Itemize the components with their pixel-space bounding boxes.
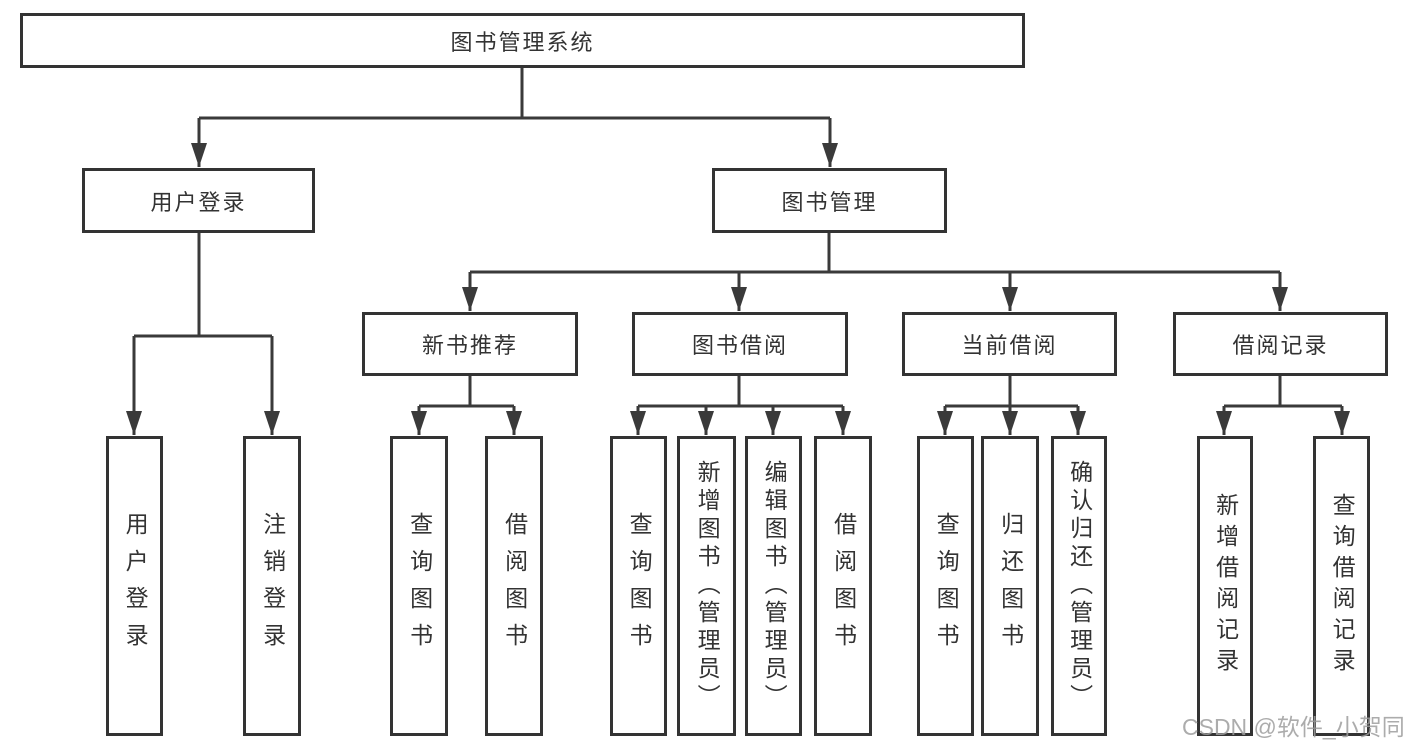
leaf-query-books-current: 查询图书 xyxy=(917,436,974,736)
leaf-logout-login-label: 注销登录 xyxy=(259,512,286,660)
node-user-login: 用户登录 xyxy=(82,168,315,233)
leaf-add-books-admin-label: 新增图书（管理员） xyxy=(694,460,721,712)
leaf-add-books-admin: 新增图书（管理员） xyxy=(677,436,736,736)
node-current-borrow: 当前借阅 xyxy=(902,312,1117,376)
leaf-query-books-current-label: 查询图书 xyxy=(933,512,960,660)
node-new-book-recommend: 新书推荐 xyxy=(362,312,578,376)
leaf-add-borrow-record: 新增借阅记录 xyxy=(1197,436,1253,736)
leaf-borrow-books-recommend: 借阅图书 xyxy=(485,436,543,736)
connector-root xyxy=(191,68,838,167)
node-book-management-label: 图书管理 xyxy=(781,189,878,215)
leaf-query-books-borrow: 查询图书 xyxy=(610,436,667,736)
connector-book-management xyxy=(462,233,1288,311)
leaf-user-login-label: 用户登录 xyxy=(122,512,149,660)
leaf-query-borrow-record-label: 查询借阅记录 xyxy=(1329,493,1356,679)
node-root-label: 图书管理系统 xyxy=(450,29,595,55)
connector-user-login xyxy=(126,233,280,435)
node-book-borrow: 图书借阅 xyxy=(632,312,848,376)
leaf-borrow-books-label: 借阅图书 xyxy=(830,512,857,660)
node-user-login-label: 用户登录 xyxy=(150,189,247,215)
leaf-confirm-return-admin-label: 确认归还（管理员） xyxy=(1066,460,1093,712)
connector-book-borrow xyxy=(630,376,851,435)
leaf-user-login: 用户登录 xyxy=(106,436,163,736)
leaf-borrow-books-recommend-label: 借阅图书 xyxy=(501,512,528,660)
leaf-borrow-books: 借阅图书 xyxy=(814,436,872,736)
connector-current-borrow xyxy=(937,376,1086,435)
node-new-book-recommend-label: 新书推荐 xyxy=(421,333,518,358)
node-current-borrow-label: 当前借阅 xyxy=(961,333,1058,358)
connector-new-book-recommend xyxy=(411,376,522,435)
csdn-watermark: CSDN @软件_小贺同学 xyxy=(1182,714,1405,740)
leaf-query-books-borrow-label: 查询图书 xyxy=(626,512,653,660)
leaf-query-books-recommend: 查询图书 xyxy=(390,436,448,736)
leaf-query-borrow-record: 查询借阅记录 xyxy=(1313,436,1370,736)
leaf-return-books: 归还图书 xyxy=(981,436,1039,736)
node-book-management: 图书管理 xyxy=(712,168,947,233)
leaf-edit-books-admin-label: 编辑图书（管理员） xyxy=(761,460,788,712)
leaf-return-books-label: 归还图书 xyxy=(997,512,1024,660)
leaf-add-borrow-record-label: 新增借阅记录 xyxy=(1212,493,1239,679)
node-borrow-record: 借阅记录 xyxy=(1173,312,1388,376)
leaf-edit-books-admin: 编辑图书（管理员） xyxy=(745,436,802,736)
node-root: 图书管理系统 xyxy=(20,13,1025,68)
node-borrow-record-label: 借阅记录 xyxy=(1232,333,1329,358)
leaf-confirm-return-admin: 确认归还（管理员） xyxy=(1051,436,1107,736)
node-book-borrow-label: 图书借阅 xyxy=(691,333,788,358)
connector-borrow-record xyxy=(1216,376,1350,435)
leaf-logout-login: 注销登录 xyxy=(243,436,301,736)
leaf-query-books-recommend-label: 查询图书 xyxy=(406,512,433,660)
